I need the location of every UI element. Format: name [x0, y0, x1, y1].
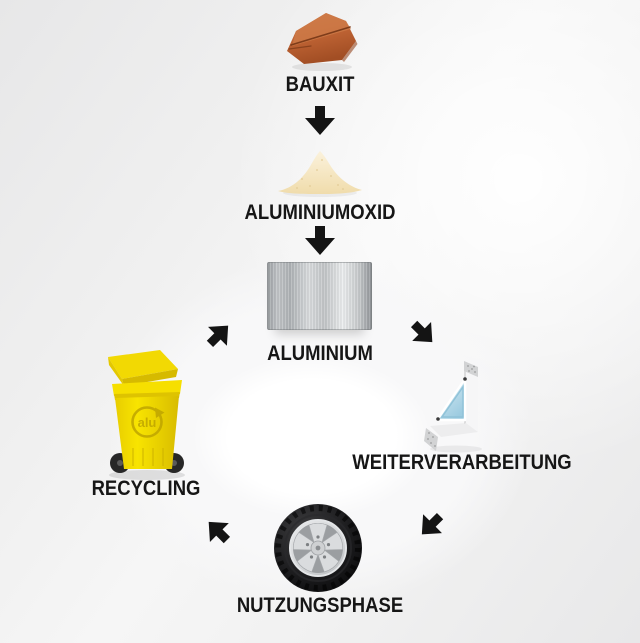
stage-label-nutzungsphase: NUTZUNGSPHASE — [236, 594, 404, 617]
window-frame-icon — [424, 361, 482, 453]
alu-logo-text: alu — [138, 415, 157, 430]
alu-recycling-logo: alu — [131, 406, 165, 438]
arrow-up-left-icon — [192, 508, 239, 555]
car-tire-icon — [274, 504, 362, 592]
arrow-up-right-icon — [196, 309, 243, 356]
powder-pile-icon — [278, 151, 362, 197]
arrow-down-right-icon — [403, 310, 450, 357]
arrow-down-left-icon — [408, 505, 455, 552]
arrow-down-icon — [302, 106, 338, 136]
metal-block-icon — [267, 262, 372, 330]
arrow-down-icon — [302, 226, 338, 256]
rock-icon — [287, 13, 358, 71]
stage-label-bauxit: BAUXIT — [285, 73, 355, 96]
stage-label-recycling: RECYCLING — [91, 477, 201, 500]
stage-label-aluminiumoxid: ALUMINIUMOXID — [244, 201, 396, 224]
yellow-recycling-bin-icon: alu — [108, 350, 185, 480]
stage-label-weiterverarbeitung: WEITERVERARBEITUNG — [352, 451, 572, 474]
stage-label-aluminium: ALUMINIUM — [267, 342, 373, 365]
cycle-ring-inner — [192, 355, 432, 519]
